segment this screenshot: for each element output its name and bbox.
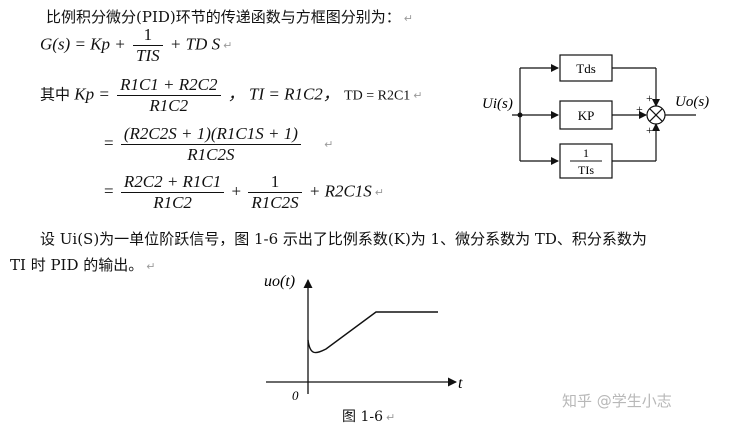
plot-origin: 0 [292, 388, 299, 403]
block-bottom-num: 1 [583, 146, 589, 160]
equation-decomposed: = R2C2 + R1C1 R1C2 + 1 R1C2S + R2C1S↵ [104, 173, 384, 212]
eq2-frac-num: R1C1 + R2C2 [117, 76, 221, 96]
equation-transfer-function: G(s) = Kp + 1 TIS + TD S↵ [40, 26, 232, 65]
return-mark: ↵ [413, 89, 423, 103]
eq2-td-def: TD = R2C1 [344, 88, 411, 104]
eq4-frac2-den: R1C2S [251, 193, 299, 212]
pid-step-response-plot: uo(t) t 0 [264, 273, 463, 403]
block-bottom-den: TIs [578, 163, 594, 177]
plot-xlabel: t [458, 375, 463, 392]
eq3-frac-den: R1C2S [187, 145, 235, 164]
body-line-2: TI 时 PID 的输出。↵ [10, 254, 156, 275]
eq4-frac1-den: R1C2 [153, 193, 192, 212]
caption-text: 图 1-6 [342, 409, 383, 425]
block-derivative [559, 54, 613, 82]
input-label: Ui(s) [482, 96, 513, 112]
plus-mid: + [636, 102, 643, 116]
body-line-1-text: 设 Ui(S)为一单位阶跃信号，图 1-6 示出了比例系数(K)为 1、微分系数… [40, 230, 647, 248]
plot-ylabel: uo(t) [264, 273, 295, 290]
eq4-frac2-num: 1 [248, 173, 302, 193]
return-mark: ↵ [324, 138, 334, 152]
eq3-frac-num: (R2C2S + 1)(R1C1S + 1) [120, 125, 301, 145]
output-label: Uo(s) [675, 94, 709, 110]
eq4-plus: + [231, 181, 242, 201]
eq1-lhs: G(s) = Kp + [40, 34, 126, 54]
eq4-equals: = [104, 181, 114, 201]
plus-bottom: + [646, 123, 653, 137]
eq1-fraction: 1 TIS [133, 26, 163, 65]
eq4-fraction-2: 1 R1C2S [248, 173, 302, 212]
eq3-equals: = [104, 133, 114, 153]
response-curve [307, 311, 438, 354]
eq4-fraction-1: R2C2 + R1C1 R1C2 [120, 173, 225, 212]
zhihu-watermark: 知乎 @学生小志 [562, 390, 672, 411]
eq4-frac1-num: R2C2 + R1C1 [120, 173, 225, 193]
eq2-ti-def: ， TI = R1C2， [227, 84, 340, 104]
return-mark: ↵ [403, 12, 413, 25]
figure-caption: 图 1-6↵ [342, 406, 395, 426]
return-mark: ↵ [386, 411, 396, 424]
block-top-label: Tds [576, 61, 596, 76]
eq2-kp-lhs: Kp = [74, 84, 110, 104]
equation-expanded: = (R2C2S + 1)(R1C1S + 1) R1C2S ↵ [104, 125, 333, 164]
eq3-fraction: (R2C2S + 1)(R1C1S + 1) R1C2S [120, 125, 301, 164]
intro-text: 比例积分微分(PID)环节的传递函数与方框图分别为：↵ [46, 6, 413, 27]
equation-definitions: 其中 Kp = R1C1 + R2C2 R1C2 ， TI = R1C2， TD… [40, 76, 423, 115]
intro-label: 比例积分微分(PID)环节的传递函数与方框图分别为： [46, 8, 401, 26]
eq2-frac-den: R1C2 [149, 96, 189, 115]
pid-block-diagram: Tds KP 1 TIs + + + Ui(s) Uo(s) [482, 54, 709, 179]
plus-top: + [646, 91, 653, 105]
watermark-text: 知乎 @学生小志 [562, 392, 672, 410]
eq1-frac-num: 1 [133, 26, 163, 46]
eq1-frac-den: TIS [136, 46, 160, 65]
eq4-tail: + R2C1S [308, 181, 372, 201]
return-mark: ↵ [146, 260, 156, 273]
eq1-tail: + TD S [169, 34, 221, 54]
return-mark: ↵ [374, 186, 385, 200]
return-mark: ↵ [223, 39, 233, 53]
eq2-prefix: 其中 [40, 87, 71, 104]
body-line-2-text: TI 时 PID 的输出。 [10, 256, 144, 274]
junction-cross-b [649, 108, 663, 122]
body-line-1: 设 Ui(S)为一单位阶跃信号，图 1-6 示出了比例系数(K)为 1、微分系数… [40, 228, 647, 249]
eq2-fraction: R1C1 + R2C2 R1C2 [117, 76, 221, 115]
block-mid-label: KP [578, 108, 595, 123]
